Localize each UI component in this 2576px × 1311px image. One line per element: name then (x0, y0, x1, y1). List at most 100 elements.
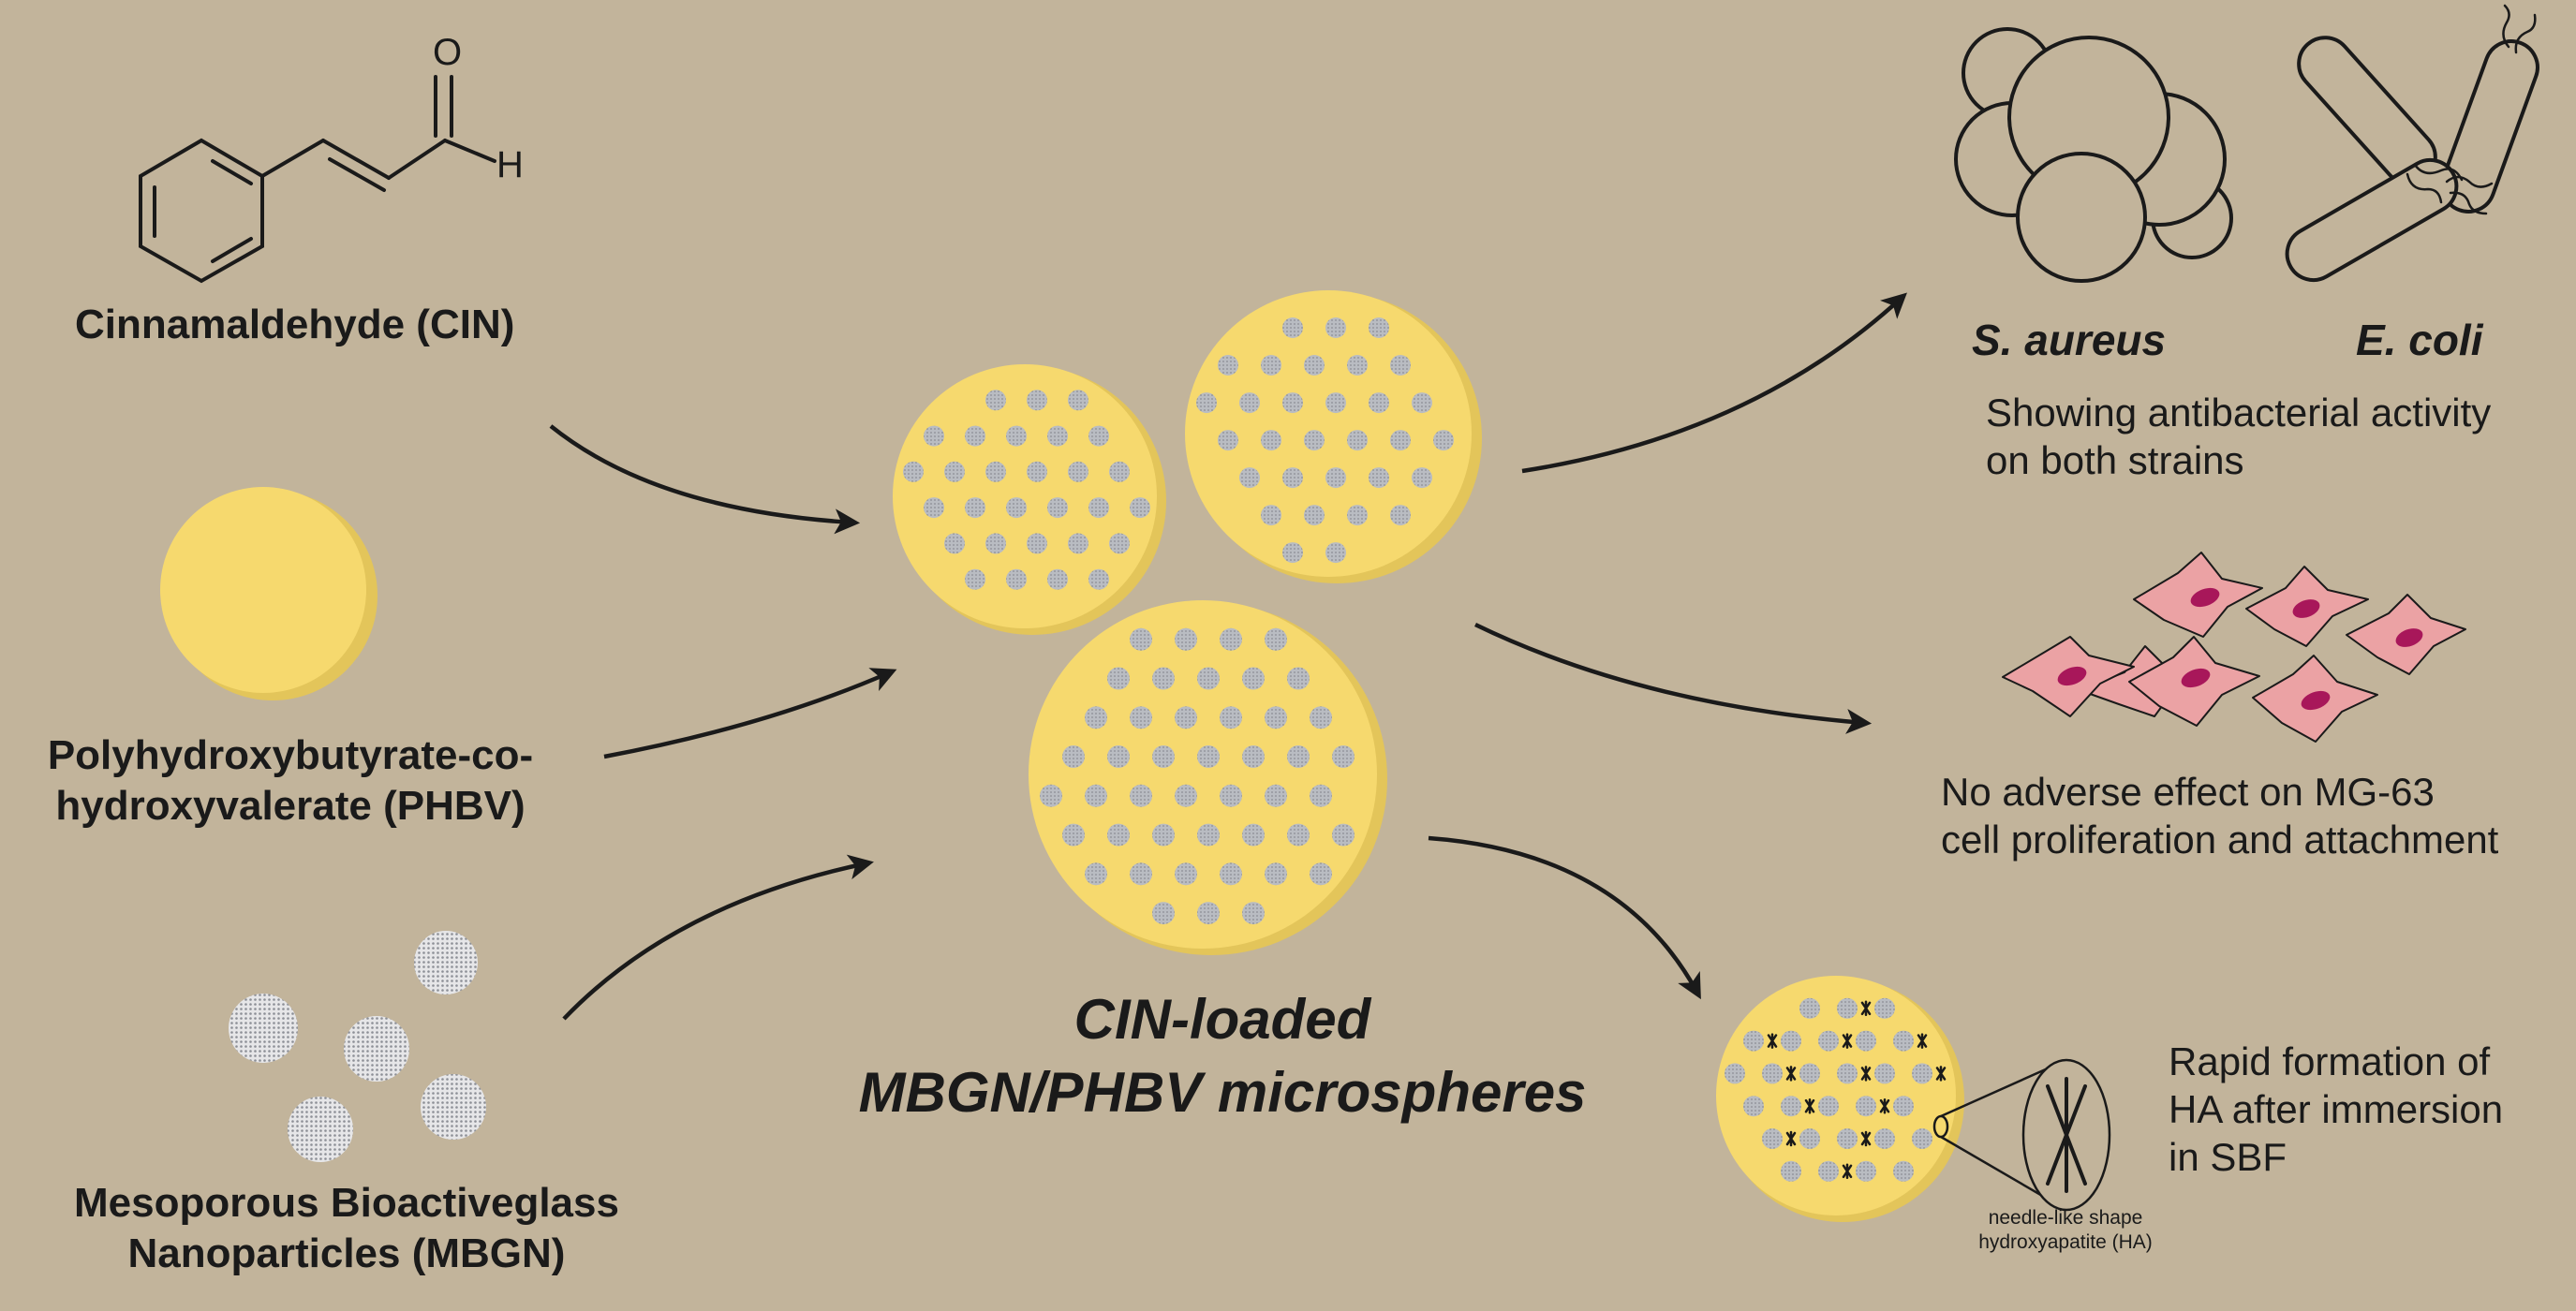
pore-dot (1282, 392, 1303, 414)
pore-dot (1743, 1030, 1764, 1052)
pore-dot (1261, 430, 1281, 451)
antibacterial-text-line2: on both strains (1986, 438, 2244, 483)
pore-dot (1027, 461, 1047, 482)
pore-dot (1912, 1128, 1932, 1149)
ha-needle-mark (1842, 1033, 1853, 1049)
arrow-phbv-to-microspheres (603, 668, 897, 759)
pore-dot (1107, 745, 1130, 768)
pore-dot (1088, 568, 1109, 590)
microsphere-bottom (1029, 600, 1387, 955)
pore-dot (1152, 823, 1175, 847)
pore-dot (1242, 823, 1265, 847)
pore-dot (1265, 862, 1287, 886)
pore-dot (1220, 706, 1242, 729)
pore-dot (965, 497, 985, 519)
pore-dot (1310, 784, 1332, 807)
pore-dot (1781, 1030, 1801, 1052)
pore-dot (1027, 390, 1047, 411)
arrow-to-ha (1428, 835, 1701, 1000)
pore-dot (1837, 1063, 1858, 1084)
pore-dot (1325, 392, 1346, 414)
pore-dot (1220, 784, 1242, 807)
pore-dot (1068, 533, 1088, 554)
arrow-to-antibacterial (1521, 292, 1907, 474)
pore-dot (1218, 355, 1238, 376)
pore-dot (1799, 997, 1820, 1019)
pore-dot (1282, 542, 1303, 564)
arrow-to-cells (1474, 622, 1873, 734)
pore-dot (1818, 1030, 1839, 1052)
s-aureus-label: S. aureus (1972, 316, 2167, 364)
phbv-label: Polyhydroxybutyrate-co- hydroxyvalerate … (0, 730, 581, 831)
arrow-mbgn-to-microspheres (562, 854, 874, 1021)
pore-dot (1006, 568, 1027, 590)
e-coli-bacilli-icon (2285, 4, 2539, 282)
pore-dot (1218, 430, 1238, 451)
pore-dot (1085, 862, 1107, 886)
pore-dot (1130, 706, 1152, 729)
pore-dot (1282, 467, 1303, 489)
pore-dot (1130, 497, 1150, 519)
pore-dot (1006, 425, 1027, 447)
pore-dot (1040, 784, 1062, 807)
pore-dot (1242, 745, 1265, 768)
pore-dot (1265, 627, 1287, 651)
pore-dot (1369, 467, 1389, 489)
product-label-line2: MBGN/PHBV microspheres (858, 1061, 1587, 1124)
pore-dot (1874, 1128, 1895, 1149)
pore-dot (1818, 1160, 1839, 1182)
ha-zoom-callout (1932, 1058, 2111, 1212)
pore-dot (903, 461, 924, 482)
phbv-label-line1: Polyhydroxybutyrate-co- (47, 732, 534, 778)
pore-dot (1152, 902, 1175, 925)
atom-o-label: O (433, 32, 463, 73)
pore-dot (1743, 1096, 1764, 1117)
pore-dot (1220, 862, 1242, 886)
pore-dot (1856, 1030, 1876, 1052)
pore-dot (944, 533, 965, 554)
pore-dot (1762, 1063, 1783, 1084)
pore-dot (1152, 667, 1175, 690)
pore-dot (1175, 862, 1197, 886)
pore-dot (985, 461, 1006, 482)
pore-dot (1107, 823, 1130, 847)
pore-dot (1027, 533, 1047, 554)
pore-dot (1130, 862, 1152, 886)
pore-dot (924, 497, 944, 519)
ha-needle-mark (1785, 1066, 1797, 1082)
pore-dot (1781, 1096, 1801, 1117)
ha-needle-mark (1767, 1033, 1778, 1049)
product-label-line1: CIN-loaded (1073, 988, 1371, 1051)
ha-needle-mark (1860, 1130, 1872, 1147)
pore-dot (1325, 542, 1346, 564)
pore-dot (1856, 1160, 1876, 1182)
pore-dot (1068, 390, 1088, 411)
pore-dot (1874, 1063, 1895, 1084)
pore-dot (1347, 505, 1368, 526)
pore-dot (1369, 392, 1389, 414)
phbv-sphere (160, 487, 378, 700)
pore-dot (965, 568, 985, 590)
pore-dot (1347, 355, 1368, 376)
microsphere-top-right (1185, 290, 1482, 583)
pore-dot (1239, 392, 1260, 414)
cell-outcome-text-line2: cell proliferation and attachment (1941, 818, 2499, 862)
pore-dot (1818, 1096, 1839, 1117)
pore-dot (1412, 392, 1432, 414)
mbgn-particles (229, 931, 486, 1162)
ha-needle-note-line2: hydroxyapatite (HA) (1978, 1231, 2153, 1254)
e-coli-label: E. coli (2356, 316, 2483, 364)
pore-dot (1062, 823, 1085, 847)
ha-outcome-text-line1: Rapid formation of (2169, 1039, 2491, 1083)
pore-dot (1304, 355, 1325, 376)
pore-dot (1304, 505, 1325, 526)
pore-dot (1369, 317, 1389, 338)
pore-dot (1893, 1160, 1914, 1182)
ha-needle-mark (1804, 1097, 1815, 1114)
pore-dot (1265, 706, 1287, 729)
pore-dot (1310, 706, 1332, 729)
pore-dot (1242, 667, 1265, 690)
ha-needle-mark (1842, 1163, 1853, 1180)
pore-dot (985, 390, 1006, 411)
